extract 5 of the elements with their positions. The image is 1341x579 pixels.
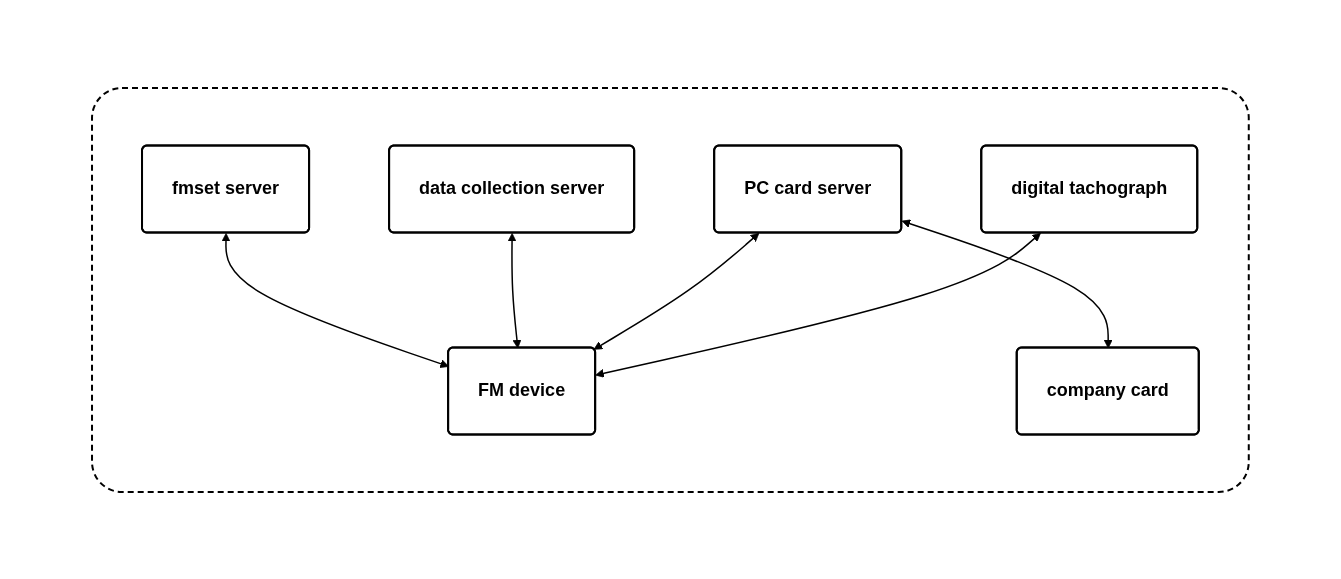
arrow	[507, 232, 522, 348]
arrow	[901, 218, 1113, 348]
cluster	[91, 86, 1250, 493]
arrow	[595, 232, 1041, 378]
arrow	[593, 232, 760, 350]
